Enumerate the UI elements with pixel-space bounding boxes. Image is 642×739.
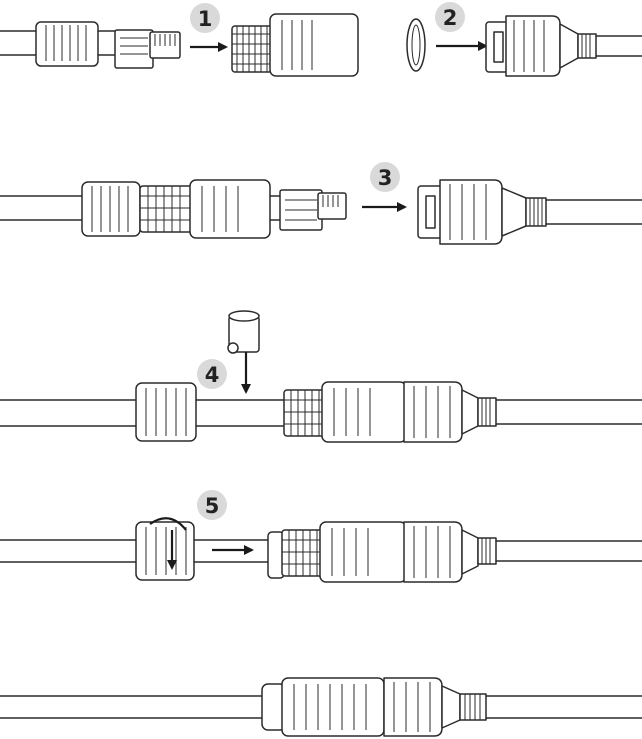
step-4-number: 4 [205,363,220,387]
step-1-number: 1 [198,7,213,31]
row-5-assembled [0,677,642,737]
rubber-seal [406,18,426,72]
camera-connector [485,15,597,77]
rotate-arrow [149,517,187,531]
tube-seal [227,310,260,354]
step-4-badge: 4 [197,359,227,389]
step-5-badge: 5 [197,490,227,520]
step-5-number: 5 [205,494,220,518]
sealing-nut [81,181,141,237]
rj45-plug [114,29,181,69]
sealing-nut [35,21,99,67]
step-1-badge: 1 [190,3,220,33]
row-2-right [417,179,642,245]
row-3 [0,310,642,443]
row-2-left [0,179,347,239]
step-2-badge: 2 [435,2,465,32]
step-2-number: 2 [443,6,458,30]
step-3-number: 3 [378,166,393,190]
sealing-nut [135,521,195,581]
rj45-plug [279,189,347,231]
row-1-right [406,15,642,77]
row-1-left [0,21,181,69]
step-3-badge: 3 [370,162,400,192]
step-1-coupler [231,13,359,77]
row-4 [0,517,642,583]
